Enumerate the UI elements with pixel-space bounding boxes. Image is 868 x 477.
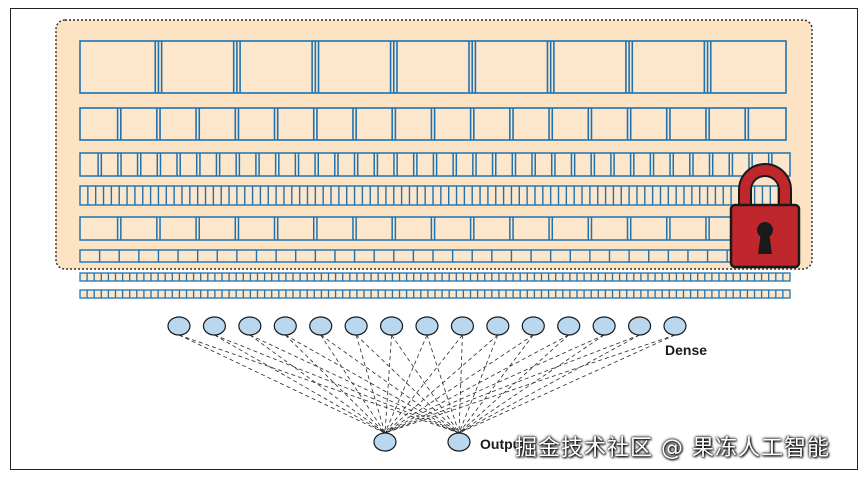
output-label: Output — [480, 436, 526, 452]
trainable-layer-stack — [79, 272, 791, 299]
connection-line — [384, 334, 428, 434]
dense-node — [486, 316, 510, 336]
connection-line — [214, 334, 460, 434]
trainable-layer-1 — [79, 272, 791, 282]
connection-line — [384, 334, 534, 434]
dense-layer-nodes — [167, 316, 687, 336]
connection-line — [391, 334, 460, 434]
connection-line — [458, 334, 499, 434]
dense-node — [202, 316, 227, 336]
connection-line — [384, 334, 640, 434]
dense-node — [521, 316, 545, 336]
frozen-layer-3 — [79, 152, 791, 177]
dense-label: Dense — [665, 342, 707, 358]
connection-line — [214, 334, 386, 434]
connection-line — [384, 334, 392, 434]
connection-line — [458, 334, 569, 434]
dense-node — [309, 316, 333, 336]
dense-node — [379, 316, 404, 336]
padlock-icon — [729, 163, 801, 269]
output-node — [447, 432, 471, 452]
frozen-layer-4 — [79, 185, 787, 206]
frozen-layer-1 — [79, 40, 787, 94]
trainable-layer-2 — [79, 289, 791, 299]
dense-output-connections — [178, 334, 676, 434]
connection-line — [355, 334, 386, 434]
connection-line — [458, 334, 640, 434]
dense-node — [273, 316, 297, 336]
connection-line — [285, 334, 460, 434]
connection-line — [249, 334, 460, 434]
connection-line — [355, 334, 460, 434]
connection-line — [320, 334, 460, 434]
connection-line — [384, 334, 605, 434]
connection-line — [426, 334, 460, 434]
dense-node — [557, 316, 581, 336]
connection-line — [384, 334, 499, 434]
connection-line — [320, 334, 386, 434]
output-layer-nodes — [373, 432, 471, 452]
connection-line — [458, 334, 676, 434]
connection-line — [384, 334, 676, 434]
dense-node — [592, 316, 616, 336]
connection-line — [458, 334, 534, 434]
connection-line — [458, 334, 463, 434]
dense-node — [450, 316, 475, 336]
connection-line — [285, 334, 386, 434]
dense-node — [167, 316, 191, 336]
output-node — [373, 432, 397, 452]
watermark-text: 掘金技术社区 @ 果冻人工智能 — [515, 436, 830, 461]
connection-line — [458, 334, 605, 434]
connection-line — [249, 334, 386, 434]
dense-node — [344, 316, 368, 336]
connection-line — [178, 334, 460, 434]
connection-line — [384, 334, 569, 434]
frozen-layer-6 — [79, 249, 787, 263]
connection-line — [178, 334, 386, 434]
dense-node — [663, 316, 687, 336]
frozen-layer-5 — [79, 216, 787, 241]
dense-node — [415, 316, 439, 336]
frozen-layer-2 — [79, 107, 787, 141]
dense-node — [238, 316, 262, 336]
dense-node — [627, 316, 652, 336]
